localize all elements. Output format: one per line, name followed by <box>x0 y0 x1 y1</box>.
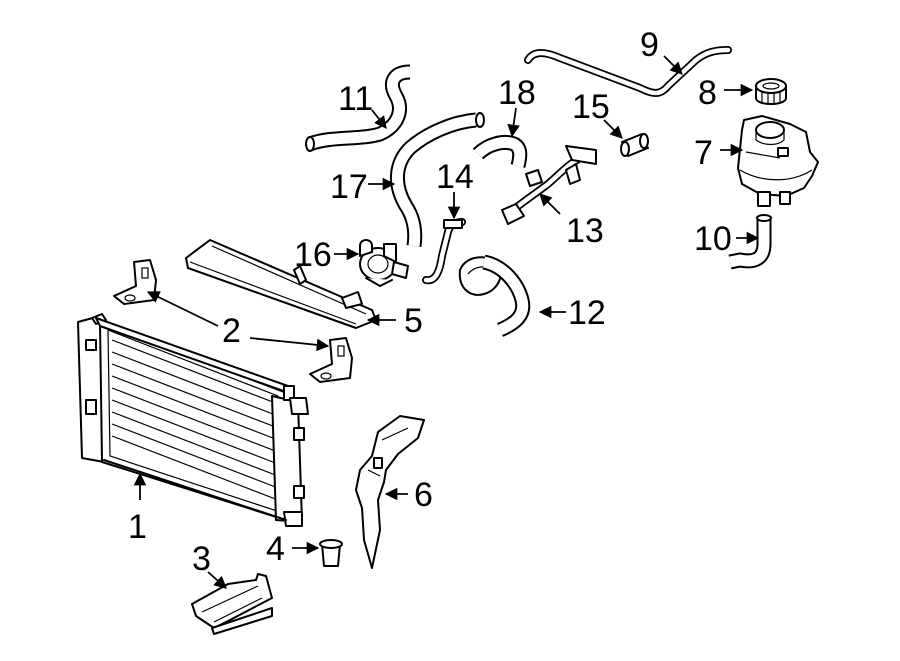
callout-1: 1 <box>128 508 147 546</box>
callout-9: 9 <box>640 26 659 64</box>
lower-radiator-bracket <box>309 337 353 383</box>
callout-8: 8 <box>698 74 717 112</box>
callout-labels: 1 2 3 4 5 6 7 8 9 10 11 12 13 14 15 16 1… <box>128 26 732 578</box>
radiator-insulator <box>319 539 343 567</box>
heater-inlet-hose <box>389 112 485 248</box>
coupler-hose <box>620 133 649 157</box>
reservoir-vent-hose <box>524 46 732 97</box>
callout-11: 11 <box>338 80 373 118</box>
callout-leaders <box>133 55 760 589</box>
callout-15: 15 <box>572 88 610 126</box>
callout-3: 3 <box>192 540 211 578</box>
callout-5: 5 <box>404 302 423 340</box>
callout-7: 7 <box>694 134 713 172</box>
lower-radiator-hose <box>458 254 531 337</box>
lower-air-baffle <box>191 573 273 635</box>
radiator <box>77 313 309 527</box>
reservoir-outlet-hose <box>728 214 772 270</box>
callout-10: 10 <box>694 220 732 258</box>
callout-16: 16 <box>294 236 332 274</box>
callout-17: 17 <box>330 168 368 206</box>
water-outlet-pipe <box>501 145 597 225</box>
upper-radiator-hose <box>305 64 411 152</box>
callout-18: 18 <box>498 74 536 112</box>
heater-outlet-hose <box>472 134 528 168</box>
callout-13: 13 <box>566 212 604 250</box>
auxiliary-water-pump <box>359 239 409 287</box>
callout-6: 6 <box>414 476 433 514</box>
coolant-reservoir <box>737 115 819 207</box>
air-deflector <box>185 239 377 329</box>
callout-12: 12 <box>568 294 606 332</box>
upper-radiator-bracket <box>113 259 157 305</box>
side-air-baffle <box>355 415 425 569</box>
callout-2: 2 <box>222 312 241 350</box>
callout-4: 4 <box>266 530 285 568</box>
bypass-pipe <box>422 218 466 285</box>
reservoir-cap <box>755 78 787 105</box>
callout-14: 14 <box>436 158 474 196</box>
